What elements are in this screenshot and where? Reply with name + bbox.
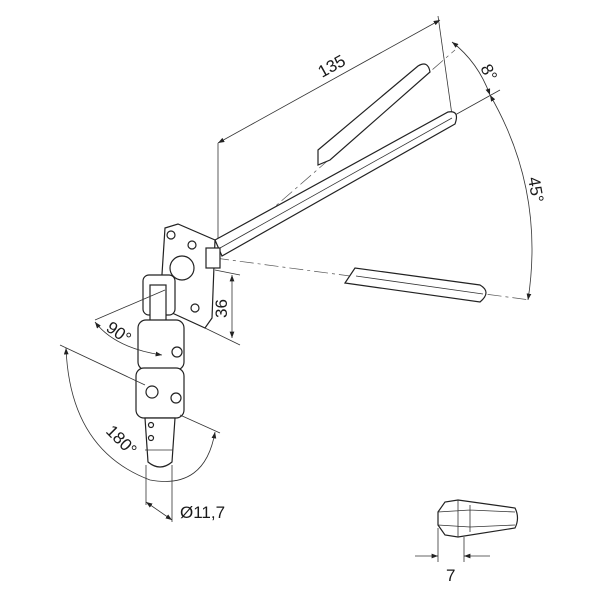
handle-main (214, 111, 458, 257)
diameter-dimension: Ø11,7 (145, 465, 225, 522)
height-dimension: 36 (204, 269, 241, 346)
joint-angle-label: 90° (103, 318, 135, 348)
height-label: 36 (212, 299, 231, 318)
swing-angle-dimension: 8° 45° (451, 41, 547, 301)
bit-profile: 7 (415, 499, 519, 585)
offset-angle-label: 8° (476, 61, 500, 84)
diameter-label: Ø11,7 (180, 503, 225, 522)
swing-angle-label: 45° (524, 175, 547, 204)
rotation-angle-label: 180° (102, 421, 140, 459)
handle-ghost-lower (343, 267, 487, 303)
handle-ghost-upper (317, 63, 431, 166)
length-label: 135 (315, 51, 349, 81)
profile-width-label: 7 (446, 566, 455, 585)
